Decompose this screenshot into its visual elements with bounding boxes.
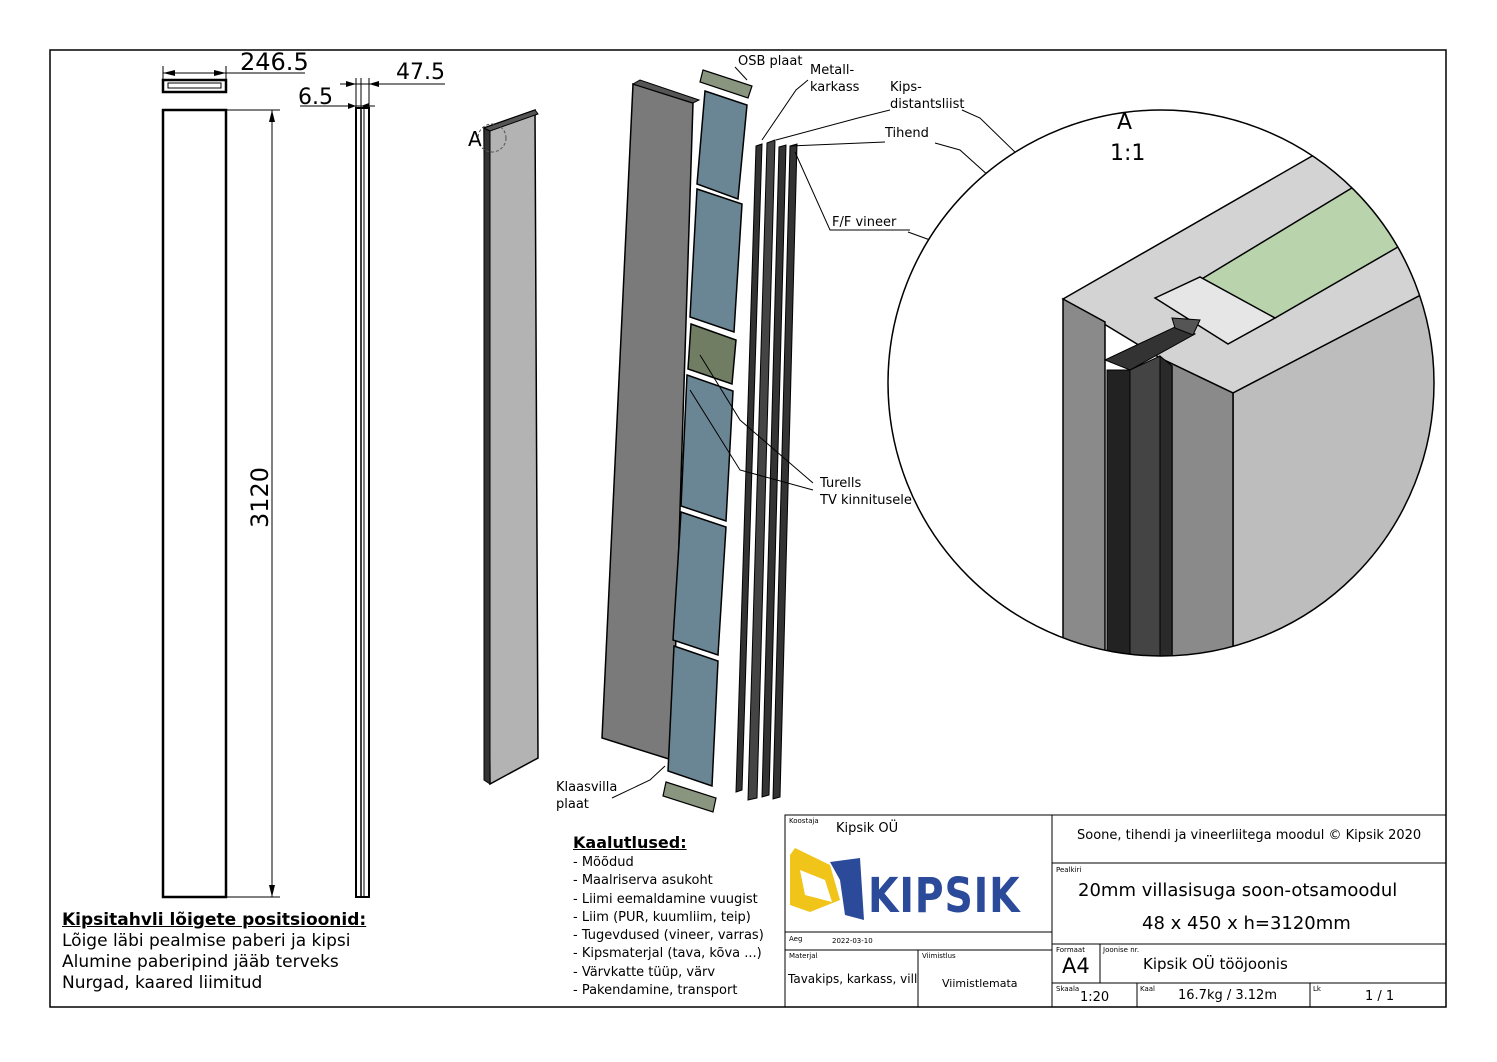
kipsik-logo-mark xyxy=(790,848,864,920)
seal-strip xyxy=(761,144,787,798)
side-view: 47.5 6.5 xyxy=(298,60,445,898)
author: Kipsik OÜ xyxy=(836,821,899,836)
author-label: Koostaja xyxy=(789,817,819,825)
sheet-label: Lk xyxy=(1313,985,1321,993)
weight: 16.7kg / 3.12m xyxy=(1178,988,1277,1003)
exploded-view xyxy=(601,69,798,813)
veneer-strip xyxy=(772,143,798,800)
title-block-grid xyxy=(784,814,1447,1008)
consideration-item: - Pakendamine, transport xyxy=(573,983,738,999)
cut-note-line: Nurgad, kaared liimitud xyxy=(62,973,263,993)
considerations-list: Kaalutlused: - Mõõdud - Maalriserva asuk… xyxy=(573,832,764,1000)
consideration-item: - Liimi eemaldamine vuugist xyxy=(573,891,758,907)
detail-circle xyxy=(887,109,1435,657)
drawing-no: Kipsik OÜ tööjoonis xyxy=(1143,955,1288,973)
cut-note-line: Alumine paberipind jääb terveks xyxy=(62,952,339,972)
sheet-number: 1 / 1 xyxy=(1365,989,1395,1004)
iso-module: A xyxy=(468,108,539,786)
detail-marker: A xyxy=(468,127,482,151)
osb-top xyxy=(699,69,753,99)
wool-panel-1 xyxy=(696,89,748,201)
cut-notes-heading: Kipsitahvli lõigete positsioonid: xyxy=(62,910,367,930)
scale: 1:20 xyxy=(1080,990,1110,1005)
title-label: Pealkiri xyxy=(1056,866,1082,874)
sheet-header: Soone, tihendi ja vineerliitega moodul ©… xyxy=(1077,828,1422,843)
wool-panel-3 xyxy=(680,373,734,523)
cut-note-line: Lõige läbi pealmise paberi ja kipsi xyxy=(62,931,351,951)
finish: Viimistlemata xyxy=(942,977,1018,990)
drawing-subtitle: 48 x 450 x h=3120mm xyxy=(1142,913,1351,934)
detail-title: A xyxy=(1117,110,1132,135)
consideration-item: - Tugevdused (vineer, varras) xyxy=(573,928,764,944)
wool-panel-4 xyxy=(672,510,727,657)
wool-panel-2 xyxy=(689,187,743,334)
callout-tv-1: Turells xyxy=(819,476,861,491)
considerations-heading: Kaalutlused: xyxy=(573,833,687,852)
dim-thickness-small: 6.5 xyxy=(298,85,333,110)
format-label: Formaat xyxy=(1056,946,1085,954)
date-label: Aeg xyxy=(789,935,803,943)
consideration-item: - Mõõdud xyxy=(573,855,634,870)
detail-view xyxy=(888,110,1434,656)
callout-wool-2: plaat xyxy=(556,797,589,812)
consideration-item: - Maalriserva asukoht xyxy=(573,873,713,889)
callout-wool-1: Klaasvilla xyxy=(556,780,617,795)
drawing-title: 20mm villasisuga soon-otsamoodul xyxy=(1078,880,1398,901)
callout-seal: Tihend xyxy=(884,126,929,141)
kipsik-logo-text: KIPSIK xyxy=(868,868,1021,924)
osb-bottom xyxy=(662,781,717,813)
finish-label: Viimistlus xyxy=(922,952,956,960)
sheet-border xyxy=(49,49,1447,1008)
gypsum-spacer-strip xyxy=(747,139,776,801)
front-view: 246.5 3120 xyxy=(161,48,309,899)
metal-stud xyxy=(735,143,763,793)
callout-veneer: F/F vineer xyxy=(832,215,897,230)
consideration-item: - Liim (PUR, kuumliim, teip) xyxy=(573,909,751,925)
consideration-item: - Kipsmaterjal (tava, kõva ...) xyxy=(573,946,762,962)
dim-width: 246.5 xyxy=(240,48,309,76)
drawing-no-label: Joonise nr. xyxy=(1103,946,1140,954)
callout-kips-1: Kips- xyxy=(890,80,922,95)
callout-metal-2: karkass xyxy=(810,80,860,95)
format: A4 xyxy=(1062,954,1090,978)
callout-kips-2: distantsliist xyxy=(890,97,965,112)
scale-label: Skaala xyxy=(1056,985,1080,993)
detail-scale: 1:1 xyxy=(1110,141,1145,166)
wool-panel-5 xyxy=(667,644,719,788)
consideration-item: - Värvkatte tüüp, värv xyxy=(573,964,716,980)
dim-height: 3120 xyxy=(246,467,274,528)
tv-mount-plate xyxy=(687,322,737,386)
dim-thickness: 47.5 xyxy=(396,60,445,85)
weight-label: Kaal xyxy=(1140,985,1155,993)
callout-metal-1: Metall- xyxy=(810,63,855,78)
date: 2022-03-10 xyxy=(832,937,873,945)
callout-osb: OSB plaat xyxy=(738,54,802,69)
cut-notes: Kipsitahvli lõigete positsioonid: Lõige … xyxy=(62,910,366,994)
callout-tv-2: TV kinnitusele xyxy=(819,493,912,508)
material: Tavakips, karkass, vill xyxy=(788,972,918,986)
material-label: Materjal xyxy=(789,952,818,960)
